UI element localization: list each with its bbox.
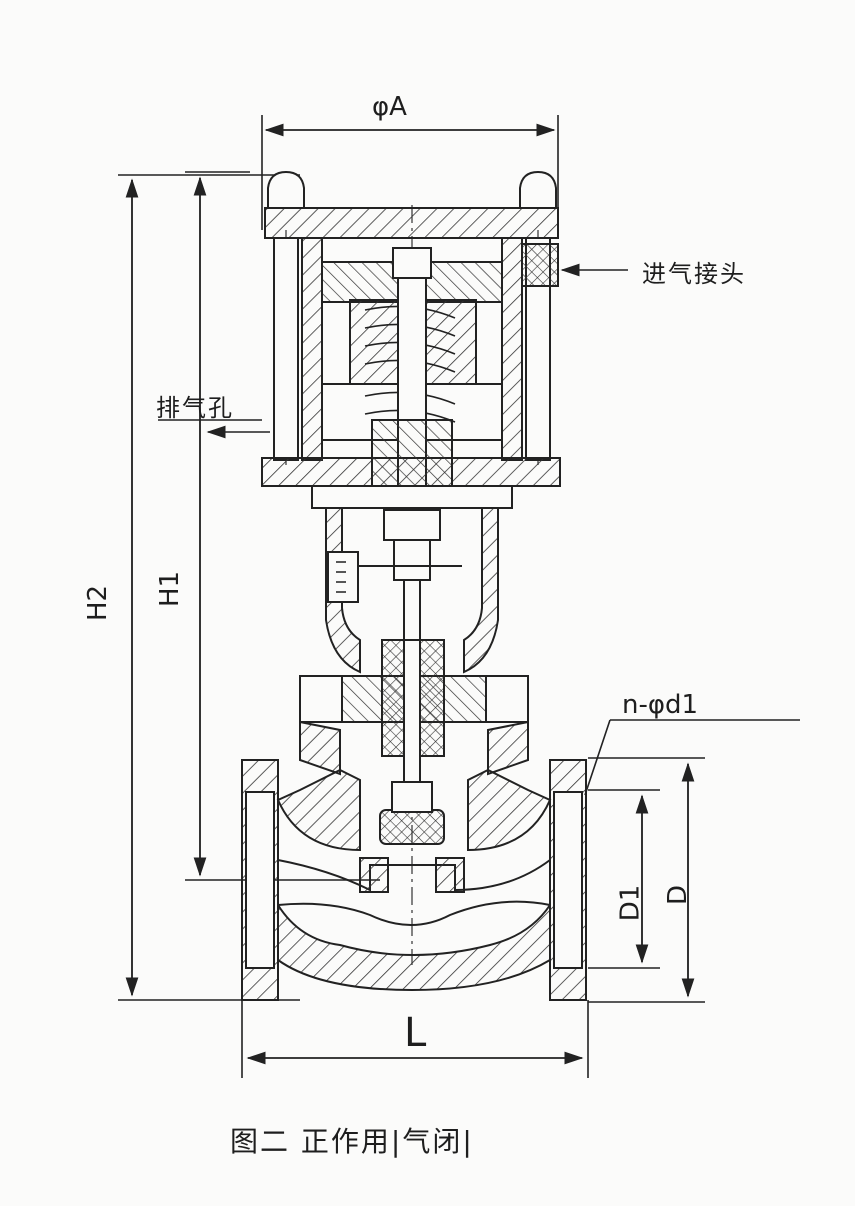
dimension-l-label: L [404,1010,427,1056]
dimension-h2-label: H2 [83,584,114,622]
exhaust-port-label: 排气孔 [156,394,234,422]
bolt-holes-label: n-φd1 [622,690,699,720]
dimension-d1-label: D1 [615,884,646,922]
actuator [261,170,561,801]
valve-body [241,759,587,1001]
dimension-h1-label: H1 [155,570,186,608]
air-inlet-label: 进气接头 [642,260,746,288]
bonnet [299,639,529,811]
dimension-lines [118,115,800,1078]
dimension-d-label: D [663,884,694,906]
figure-caption: 图二 正作用|气闭| [230,1125,474,1158]
dimension-phi-a-label: φA [372,92,407,122]
